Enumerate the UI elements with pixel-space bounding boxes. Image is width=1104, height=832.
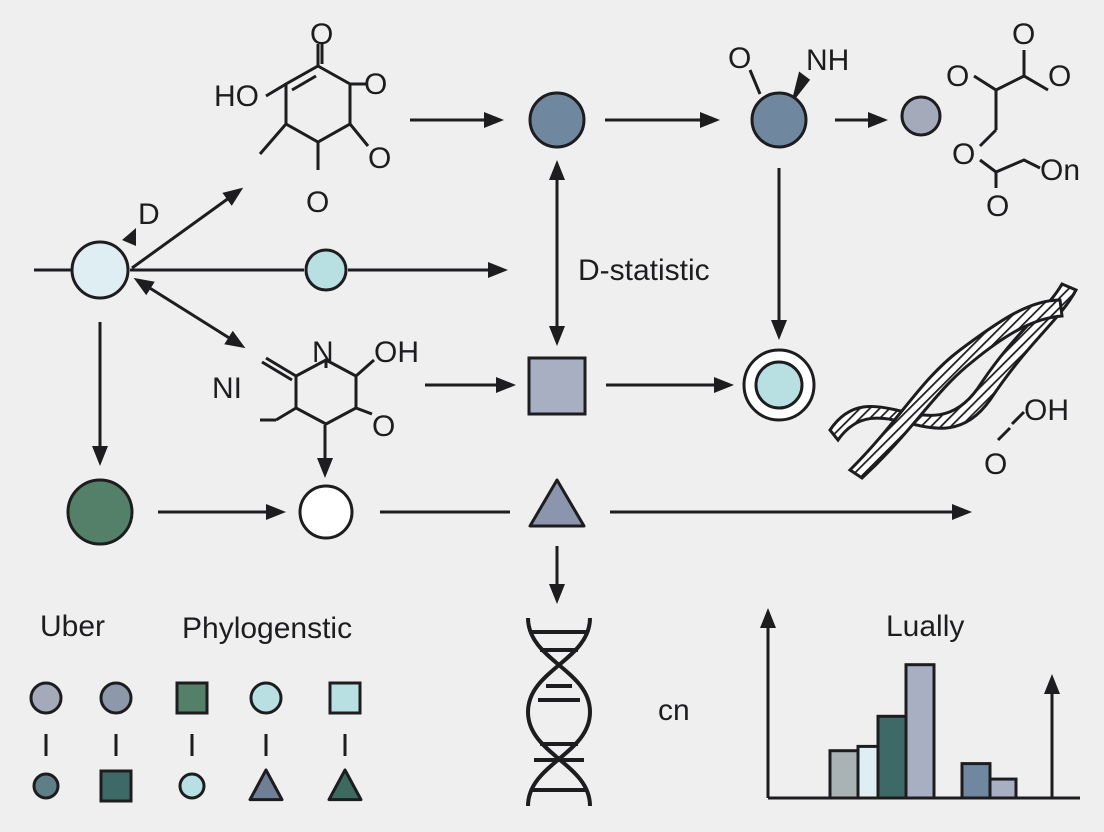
arrows — [34, 112, 972, 604]
top-ring-ho: HO — [214, 80, 259, 113]
mini-chart-bar-5 — [960, 762, 992, 800]
nh-fragment: O NH — [728, 42, 849, 149]
nh-fragment-o: O — [728, 42, 751, 75]
legend-title-uber: Uber — [40, 610, 105, 643]
cyan-node — [304, 248, 348, 292]
green-node — [66, 478, 134, 546]
dna-tag-oh: OH — [1024, 394, 1069, 427]
dna-helix — [525, 617, 593, 807]
ester-o-right: O — [1048, 60, 1071, 93]
mini-chart-title: Lually — [886, 610, 964, 643]
mid-ring-o: O — [372, 410, 395, 443]
square-node — [527, 356, 587, 416]
top-ring-o-bottom: O — [306, 186, 329, 219]
ester-o-bottom: O — [986, 190, 1009, 223]
top-ring-o-right-upper: O — [364, 68, 387, 101]
legend-top-circle-2 — [99, 681, 133, 715]
mid-ring-n: N — [312, 336, 334, 369]
open-node — [298, 484, 354, 540]
legend-top-circle-4 — [249, 681, 283, 715]
triangle-node — [528, 478, 586, 528]
legend: Uber Phylogenstic — [29, 610, 363, 803]
legend-title-phylogenstic: Phylogenstic — [182, 612, 352, 645]
ester-chain: O O O O On O — [946, 18, 1080, 223]
top-ring-o-right-lower: O — [368, 142, 391, 175]
mini-chart-bar-4 — [904, 663, 936, 800]
d-marker: D — [122, 198, 160, 246]
legend-bottom-triangle-5 — [327, 768, 363, 802]
target-inner — [754, 360, 804, 410]
ester-o-left: O — [946, 60, 969, 93]
mid-ring-oh: OH — [374, 336, 419, 369]
ester-on: On — [1040, 154, 1080, 187]
start-node — [70, 240, 130, 300]
ester-o-top: O — [1012, 18, 1035, 51]
mini-chart: Lually — [760, 608, 1080, 800]
slate-node — [528, 91, 586, 149]
arrow-start-to-mid-ring — [133, 277, 246, 349]
nh-fragment-nh: NH — [806, 44, 849, 77]
small-grey-node — [900, 95, 942, 137]
dna-tag-o: O — [984, 448, 1007, 481]
mid-ring-ni: NI — [212, 372, 242, 405]
cn-label: cn — [658, 694, 690, 727]
top-ring-molecule: HO O O O O — [214, 18, 391, 219]
legend-bottom-square-2 — [99, 769, 133, 803]
top-ring-o-top: O — [310, 18, 333, 51]
mini-chart-bar-3 — [876, 714, 908, 800]
mini-chart-bar-1 — [828, 749, 860, 800]
hatched-dna-helix — [828, 282, 1079, 480]
d-marker-label: D — [138, 198, 160, 231]
mini-chart-bar-6 — [988, 777, 1018, 800]
legend-bottom-circle-3 — [178, 772, 206, 800]
legend-items — [29, 681, 363, 803]
d-statistic-label: D-statistic — [578, 254, 710, 287]
legend-top-square-5 — [328, 681, 362, 715]
arrow-start-to-ring — [131, 187, 244, 270]
legend-top-square-3 — [175, 681, 209, 715]
ester-o-mid: O — [952, 138, 975, 171]
dna-tag: OH O — [984, 394, 1069, 481]
legend-top-circle-1 — [29, 681, 63, 715]
nodes — [66, 91, 942, 546]
d-marker-pointer-icon — [122, 228, 136, 246]
mid-ring-molecule: NI N OH O — [212, 336, 419, 443]
legend-bottom-circle-1 — [32, 772, 60, 800]
mini-chart-bars — [828, 663, 1018, 800]
legend-bottom-triangle-4 — [248, 768, 284, 802]
